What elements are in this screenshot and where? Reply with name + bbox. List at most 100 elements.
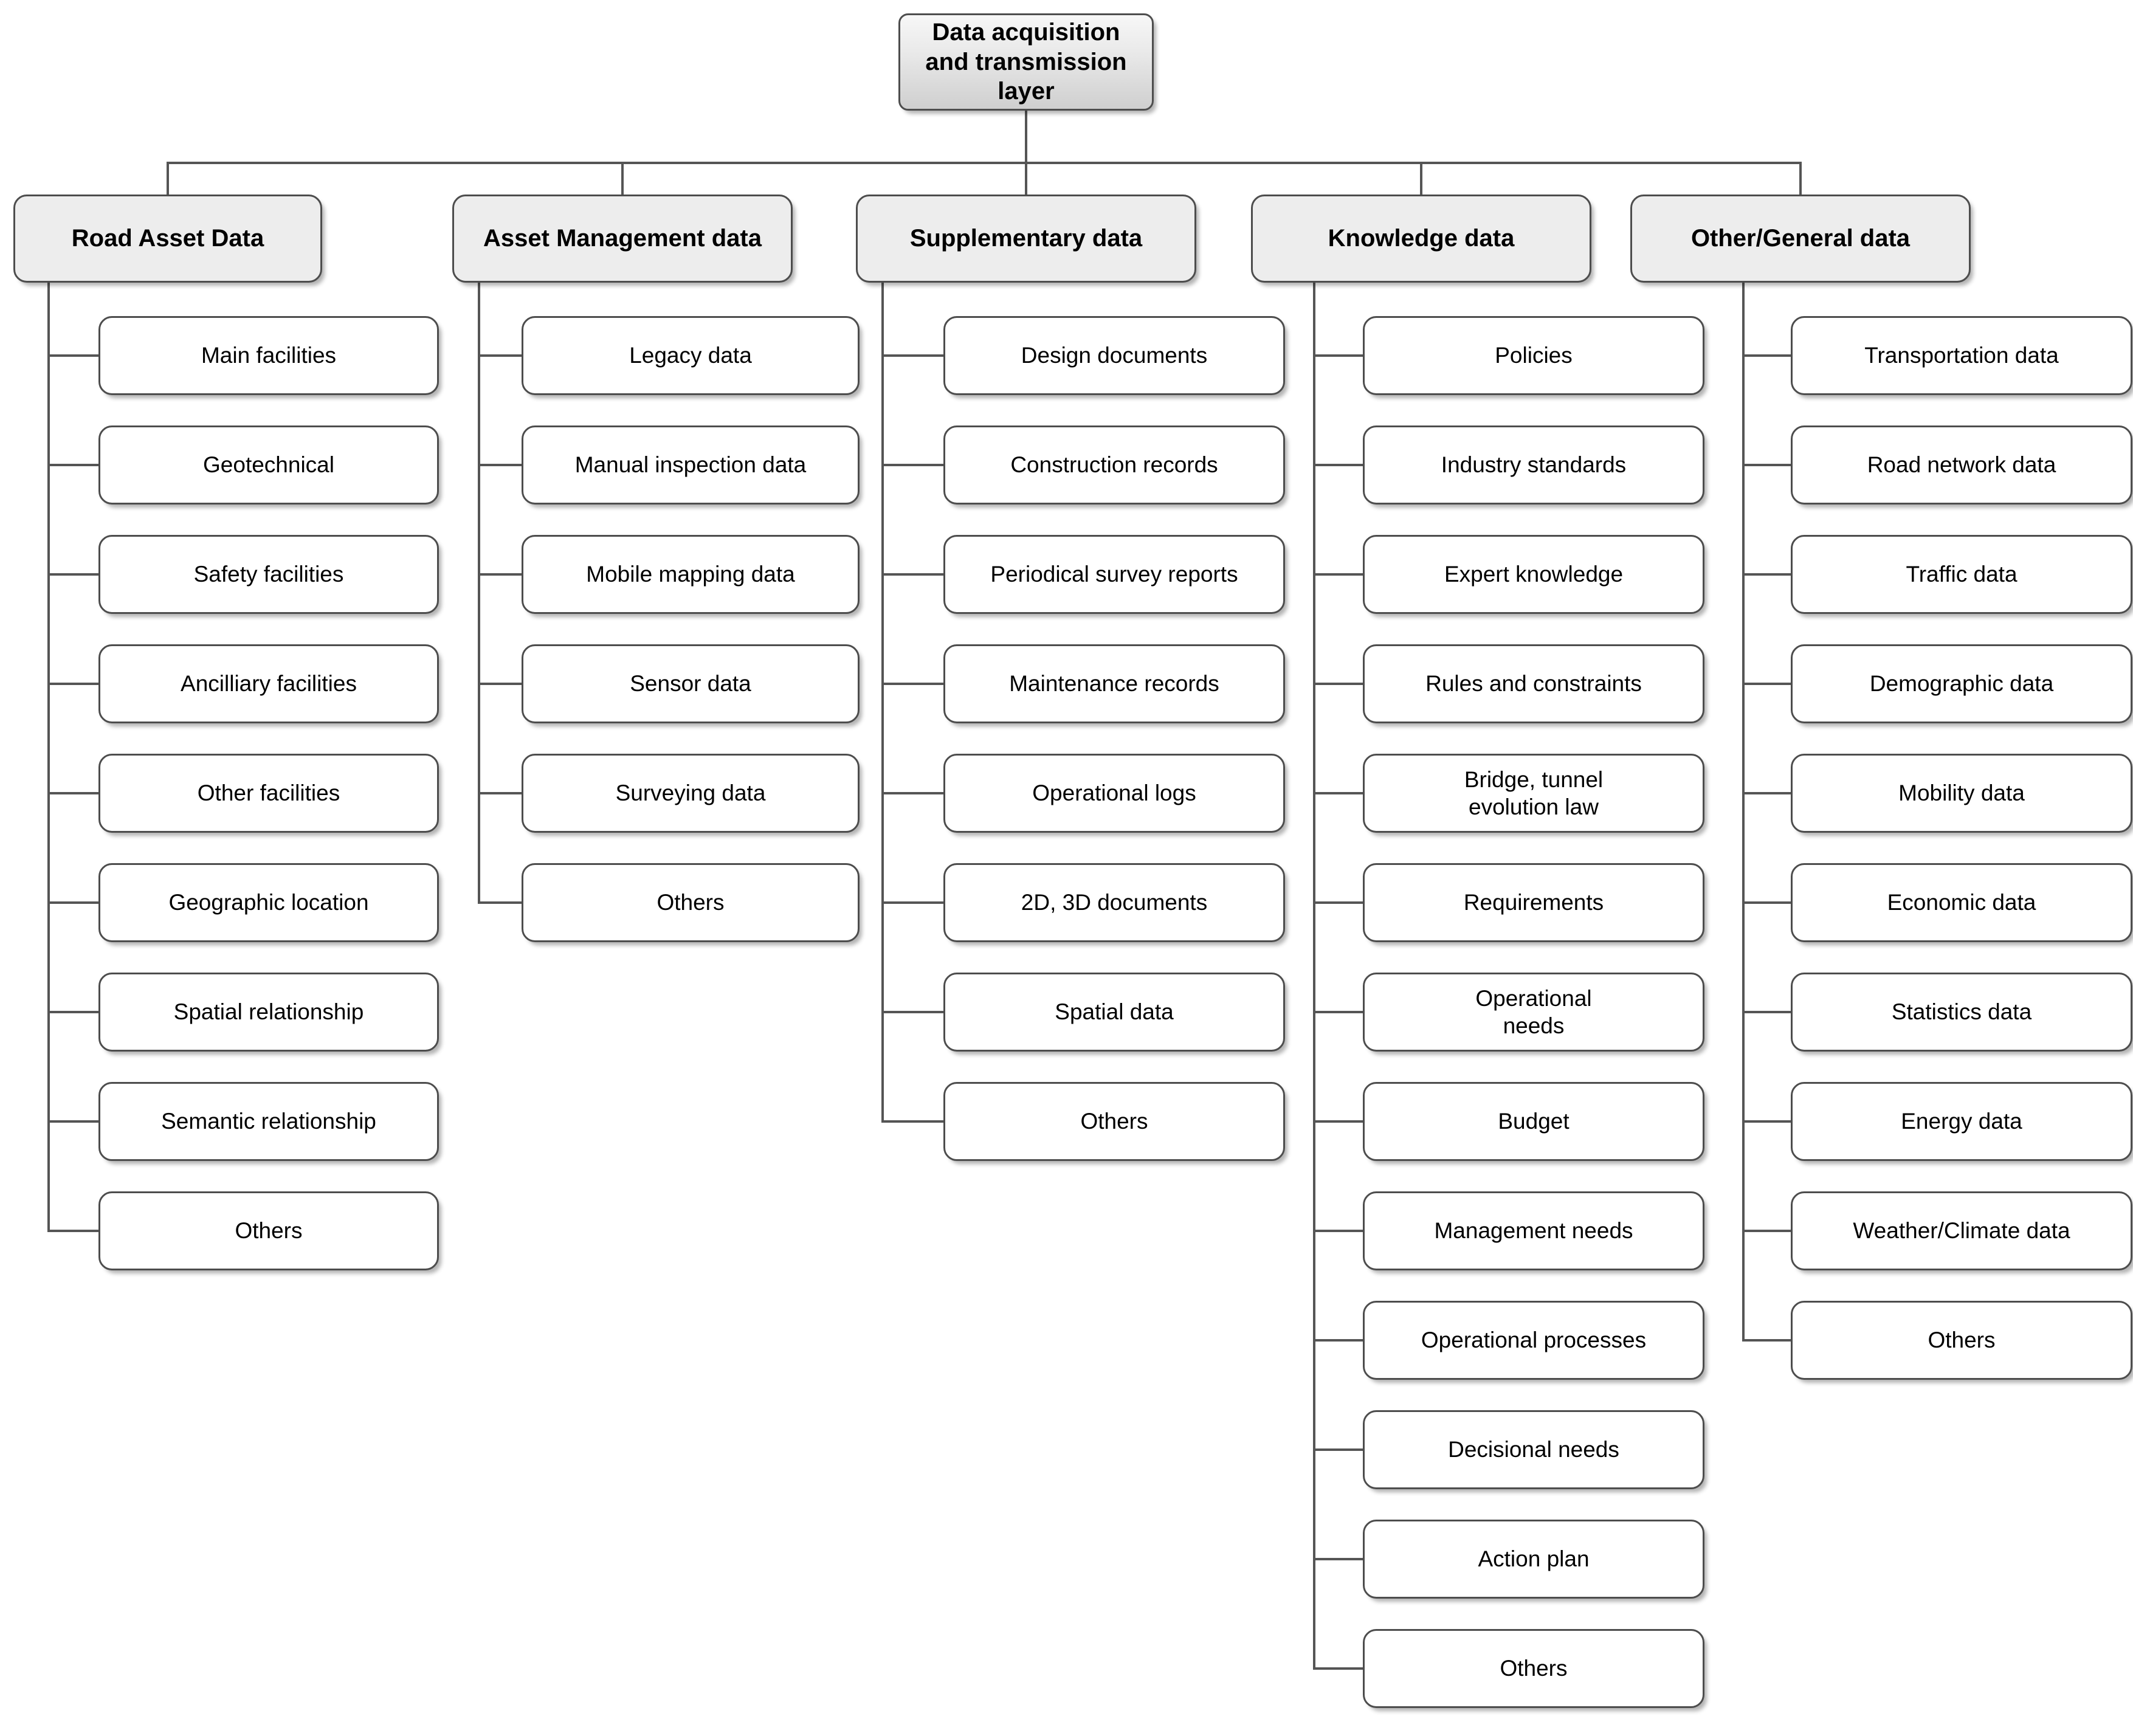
leaf-node-0-4[interactable]: Other facilities	[98, 754, 439, 833]
leaf-connector	[881, 573, 943, 576]
category-trunk	[1313, 283, 1315, 1670]
leaf-connector	[1742, 1011, 1791, 1013]
leaf-node-1-2[interactable]: Mobile mapping data	[522, 535, 860, 614]
leaf-node-3-0[interactable]: Policies	[1363, 316, 1704, 395]
category-node-1[interactable]: Asset Management data	[452, 195, 793, 283]
leaf-node-1-5[interactable]: Others	[522, 863, 860, 942]
leaf-connector	[47, 354, 98, 357]
leaf-connector	[47, 792, 98, 794]
leaf-node-3-7[interactable]: Budget	[1363, 1082, 1704, 1161]
leaf-connector	[1313, 901, 1363, 904]
category-drop	[621, 162, 624, 195]
leaf-node-1-1[interactable]: Manual inspection data	[522, 425, 860, 505]
leaf-connector	[47, 901, 98, 904]
leaf-connector	[881, 792, 943, 794]
category-node-3[interactable]: Knowledge data	[1251, 195, 1591, 283]
leaf-connector	[1313, 1230, 1363, 1232]
leaf-node-4-9[interactable]: Others	[1791, 1301, 2132, 1380]
leaf-node-1-4[interactable]: Surveying data	[522, 754, 860, 833]
leaf-node-2-1[interactable]: Construction records	[943, 425, 1285, 505]
leaf-node-3-5[interactable]: Requirements	[1363, 863, 1704, 942]
leaf-connector	[47, 464, 98, 466]
leaf-connector	[881, 1011, 943, 1013]
leaf-connector	[881, 1120, 943, 1123]
leaf-connector	[478, 354, 522, 357]
category-trunk	[881, 283, 884, 1123]
leaf-node-4-1[interactable]: Road network data	[1791, 425, 2132, 505]
leaf-connector	[1742, 683, 1791, 685]
root-stem	[1025, 111, 1027, 162]
leaf-node-4-6[interactable]: Statistics data	[1791, 973, 2132, 1052]
category-trunk	[1742, 283, 1745, 1342]
category-trunk	[47, 283, 50, 1232]
leaf-node-1-0[interactable]: Legacy data	[522, 316, 860, 395]
leaf-node-4-3[interactable]: Demographic data	[1791, 644, 2132, 723]
leaf-node-3-9[interactable]: Operational processes	[1363, 1301, 1704, 1380]
leaf-connector	[47, 1011, 98, 1013]
leaf-connector	[881, 683, 943, 685]
leaf-node-3-2[interactable]: Expert knowledge	[1363, 535, 1704, 614]
root-node: Data acquisition and transmission layer	[898, 13, 1154, 111]
leaf-node-4-8[interactable]: Weather/Climate data	[1791, 1191, 2132, 1270]
category-node-0[interactable]: Road Asset Data	[13, 195, 322, 283]
leaf-connector	[1313, 573, 1363, 576]
leaf-connector	[478, 464, 522, 466]
category-drop	[1799, 162, 1802, 195]
leaf-connector	[1742, 354, 1791, 357]
leaf-connector	[1313, 1120, 1363, 1123]
leaf-connector	[881, 354, 943, 357]
category-trunk	[478, 283, 480, 904]
leaf-node-0-7[interactable]: Semantic relationship	[98, 1082, 439, 1161]
leaf-node-3-11[interactable]: Action plan	[1363, 1520, 1704, 1599]
leaf-node-4-4[interactable]: Mobility data	[1791, 754, 2132, 833]
leaf-node-2-5[interactable]: 2D, 3D documents	[943, 863, 1285, 942]
leaf-connector	[881, 901, 943, 904]
leaf-connector	[47, 573, 98, 576]
leaf-node-0-3[interactable]: Ancilliary facilities	[98, 644, 439, 723]
leaf-node-2-4[interactable]: Operational logs	[943, 754, 1285, 833]
leaf-node-2-7[interactable]: Others	[943, 1082, 1285, 1161]
leaf-connector	[47, 1120, 98, 1123]
leaf-connector	[1742, 464, 1791, 466]
leaf-node-0-6[interactable]: Spatial relationship	[98, 973, 439, 1052]
leaf-connector	[478, 792, 522, 794]
category-drop	[1025, 162, 1027, 195]
leaf-connector	[1313, 1011, 1363, 1013]
leaf-node-4-0[interactable]: Transportation data	[1791, 316, 2132, 395]
leaf-connector	[1742, 1120, 1791, 1123]
leaf-node-0-0[interactable]: Main facilities	[98, 316, 439, 395]
leaf-node-3-1[interactable]: Industry standards	[1363, 425, 1704, 505]
leaf-node-4-7[interactable]: Energy data	[1791, 1082, 2132, 1161]
leaf-connector	[478, 901, 522, 904]
leaf-connector	[47, 683, 98, 685]
category-drop	[167, 162, 169, 195]
leaf-node-2-0[interactable]: Design documents	[943, 316, 1285, 395]
leaf-connector	[1742, 1230, 1791, 1232]
leaf-node-1-3[interactable]: Sensor data	[522, 644, 860, 723]
leaf-node-0-5[interactable]: Geographic location	[98, 863, 439, 942]
leaf-node-3-12[interactable]: Others	[1363, 1629, 1704, 1708]
leaf-connector	[1313, 683, 1363, 685]
leaf-node-0-8[interactable]: Others	[98, 1191, 439, 1270]
leaf-node-3-3[interactable]: Rules and constraints	[1363, 644, 1704, 723]
category-bus	[168, 162, 1800, 164]
leaf-connector	[1313, 1448, 1363, 1451]
category-node-2[interactable]: Supplementary data	[856, 195, 1196, 283]
leaf-node-3-10[interactable]: Decisional needs	[1363, 1410, 1704, 1489]
leaf-connector	[1313, 1558, 1363, 1560]
leaf-node-2-6[interactable]: Spatial data	[943, 973, 1285, 1052]
category-drop	[1420, 162, 1422, 195]
leaf-node-0-2[interactable]: Safety facilities	[98, 535, 439, 614]
category-node-4[interactable]: Other/General data	[1630, 195, 1971, 283]
leaf-connector	[47, 1230, 98, 1232]
leaf-node-0-1[interactable]: Geotechnical	[98, 425, 439, 505]
leaf-node-3-8[interactable]: Management needs	[1363, 1191, 1704, 1270]
leaf-node-4-2[interactable]: Traffic data	[1791, 535, 2132, 614]
leaf-connector	[1313, 1339, 1363, 1342]
leaf-node-4-5[interactable]: Economic data	[1791, 863, 2132, 942]
leaf-node-2-2[interactable]: Periodical survey reports	[943, 535, 1285, 614]
leaf-node-2-3[interactable]: Maintenance records	[943, 644, 1285, 723]
